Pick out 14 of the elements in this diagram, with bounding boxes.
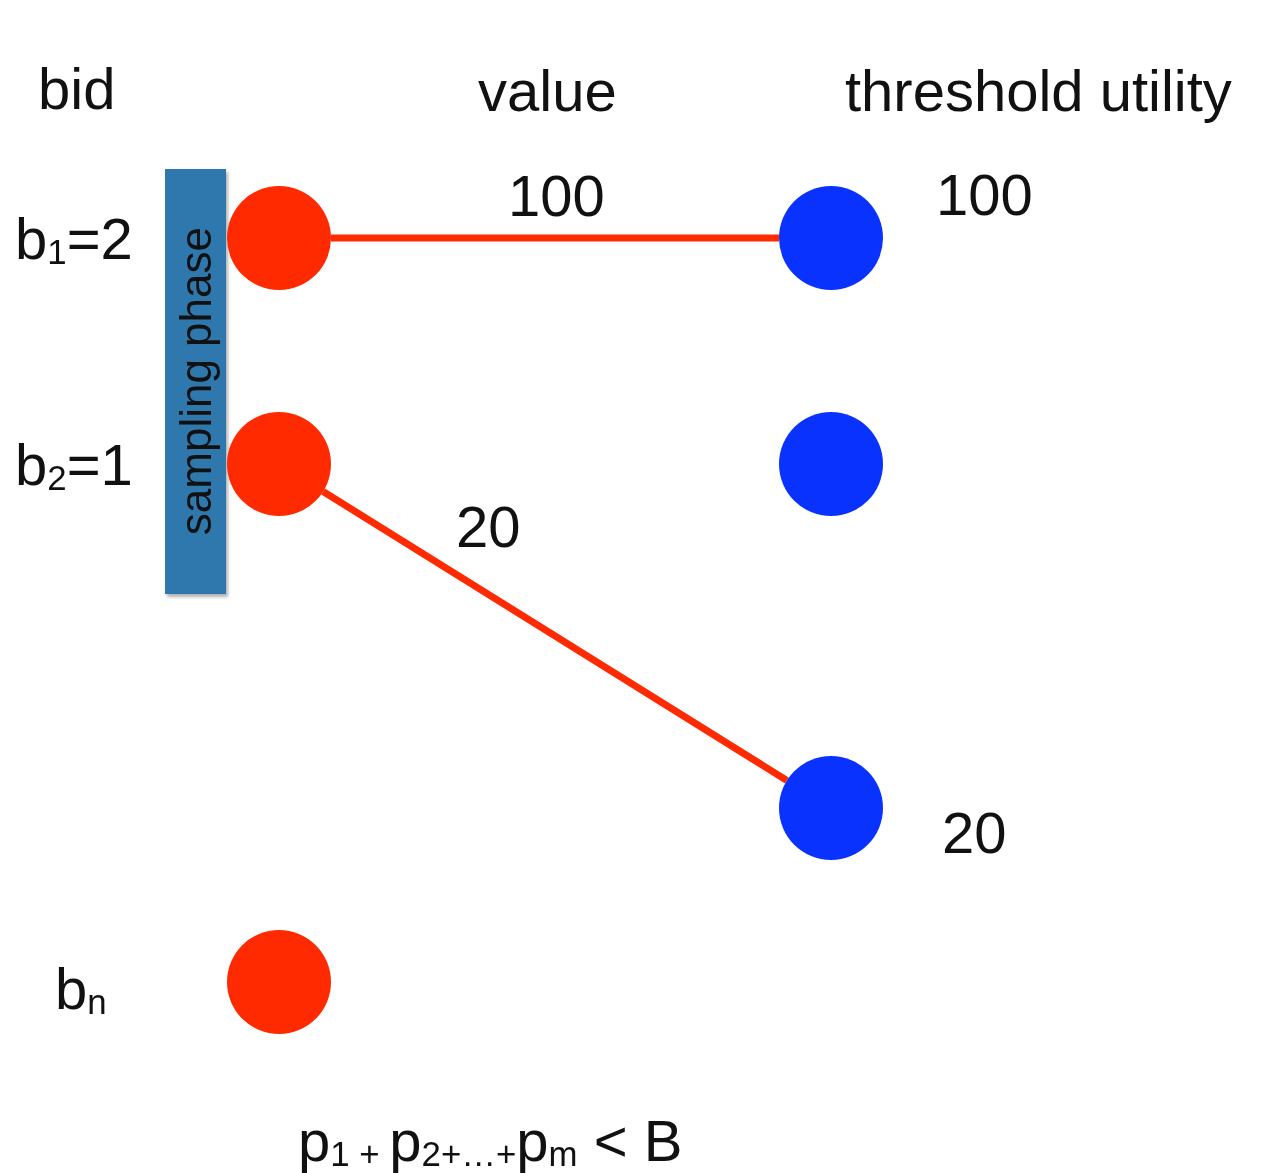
node-caption: 20 bbox=[942, 804, 1007, 862]
constraint-formula: p$_{1 +}$p$_{2+…+}$p$_{m}$ < B bbox=[298, 1112, 683, 1172]
connector-line bbox=[331, 234, 779, 242]
phase-label: sampling phase bbox=[170, 227, 221, 536]
connector-line bbox=[321, 488, 789, 784]
column-heading: value bbox=[478, 62, 617, 120]
column-heading: bid bbox=[38, 60, 116, 118]
phase-bar bbox=[165, 169, 226, 594]
bid-label: b$_{1}$=2 bbox=[15, 210, 133, 270]
edge-label: 100 bbox=[508, 167, 605, 225]
node-caption: b$_{n}$ bbox=[55, 960, 107, 1020]
edge-label: 20 bbox=[456, 498, 521, 556]
node-caption: 100 bbox=[936, 166, 1033, 224]
bid-label: b$_{2}$=1 bbox=[15, 436, 133, 496]
